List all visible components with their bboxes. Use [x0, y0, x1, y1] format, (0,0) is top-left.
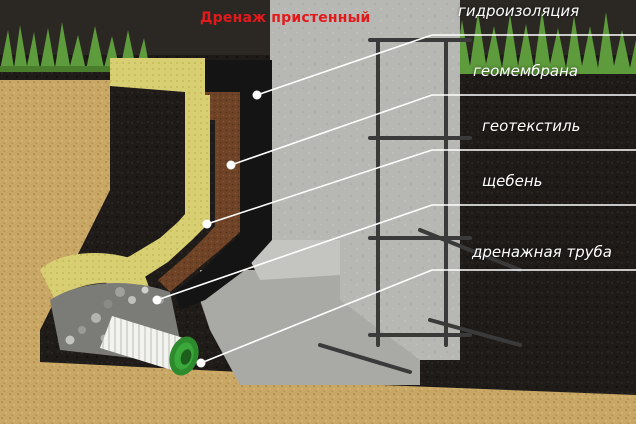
drainage-pipe	[100, 316, 199, 376]
label-waterproofing: гидроизоляция	[458, 2, 580, 20]
callout-lines	[156, 34, 636, 364]
rebar	[318, 38, 522, 374]
concrete-footing	[200, 270, 420, 385]
label-geotextile: геотекстиль	[482, 117, 581, 135]
callout-dots	[152, 90, 262, 368]
label-geomembrane: геомембрана	[473, 62, 579, 80]
label-gravel: щебень	[482, 172, 543, 190]
grass-right	[455, 10, 636, 74]
geomembrane-wrap	[40, 252, 150, 300]
waterproofing-layer	[175, 60, 272, 310]
diagram-title: Дренаж пристенный	[200, 10, 371, 26]
sand-backfill	[0, 80, 636, 424]
geomembrane-layer	[100, 58, 210, 290]
label-drain-pipe: дренажная труба	[472, 243, 613, 261]
geotextile-layer	[158, 92, 240, 292]
